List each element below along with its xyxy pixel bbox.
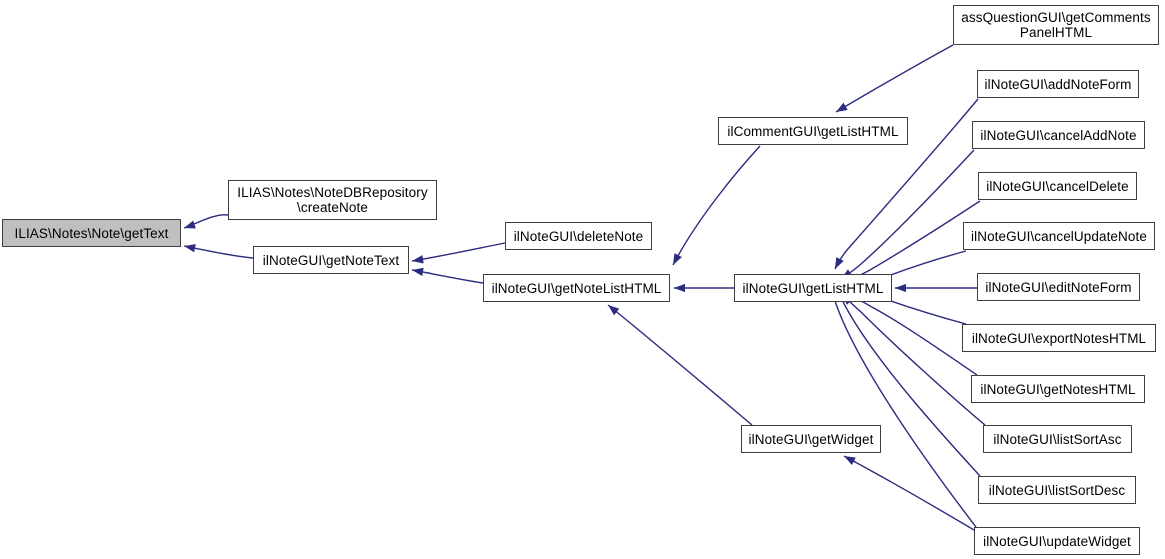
graph-node-label: ilNoteGUI\listSortDesc: [988, 482, 1126, 498]
graph-edge-cancelAddNote-to-getListHTML: [840, 149, 975, 280]
graph-node-deleteNote[interactable]: ilNoteGUI\deleteNote: [505, 222, 652, 250]
graph-node-label: ilNoteGUI\addNoteForm: [984, 76, 1132, 92]
graph-node-updateWidget[interactable]: ilNoteGUI\updateWidget: [974, 527, 1140, 555]
graph-edge-createNote-to-getText: [183, 214, 229, 229]
graph-node-label: ilNoteGUI\getListHTML: [742, 280, 884, 296]
graph-node-getNoteListHTML[interactable]: ilNoteGUI\getNoteListHTML: [483, 274, 670, 302]
graph-node-commentGetListHTML[interactable]: ilCommentGUI\getListHTML: [718, 117, 908, 145]
graph-node-cancelDelete[interactable]: ilNoteGUI\cancelDelete: [978, 172, 1137, 200]
graph-edge-getNotesHTML-to-getListHTML: [845, 293, 978, 376]
graph-edge-getCommentsPanelHTML-to-commentGetListHTML: [835, 44, 954, 113]
graph-node-label: ilNoteGUI\getNotesHTML: [980, 381, 1136, 397]
graph-edge-getWidget-to-getNoteListHTML: [607, 304, 753, 426]
graph-node-label: ilCommentGUI\getListHTML: [727, 123, 899, 139]
graph-edge-listSortAsc-to-getListHTML: [841, 293, 986, 426]
graph-node-listSortDesc[interactable]: ilNoteGUI\listSortDesc: [978, 476, 1136, 504]
graph-edge-commentGetListHTML-to-getNoteListHTML: [672, 145, 761, 266]
graph-edge-cancelDelete-to-getListHTML: [844, 200, 981, 283]
graph-node-label: assQuestionGUI\getComments PanelHTML: [961, 10, 1151, 40]
graph-node-addNoteForm[interactable]: ilNoteGUI\addNoteForm: [977, 70, 1139, 98]
graph-node-label: ILIAS\Notes\NoteDBRepository \createNote: [237, 185, 428, 215]
graph-node-getListHTML[interactable]: ilNoteGUI\getListHTML: [734, 274, 892, 302]
graph-node-getWidget[interactable]: ilNoteGUI\getWidget: [741, 425, 881, 453]
graph-node-getCommentsPanelHTML[interactable]: assQuestionGUI\getComments PanelHTML: [953, 5, 1159, 45]
graph-node-editNoteForm[interactable]: ilNoteGUI\editNoteForm: [977, 273, 1140, 301]
graph-node-label: ilNoteGUI\cancelDelete: [986, 178, 1129, 194]
graph-edge-deleteNote-to-getNoteText: [411, 242, 506, 264]
graph-edge-getNoteListHTML-to-getNoteText: [411, 267, 484, 284]
graph-node-getText: ILIAS\Notes\Note\getText: [2, 219, 181, 247]
graph-node-cancelUpdateNote[interactable]: ilNoteGUI\cancelUpdateNote: [963, 222, 1155, 250]
graph-edge-updateWidget_widget-to-getWidget: [843, 455, 975, 531]
graph-node-label: ILIAS\Notes\Note\getText: [14, 225, 169, 241]
graph-node-label: ilNoteGUI\cancelAddNote: [980, 127, 1137, 143]
graph-node-cancelAddNote[interactable]: ilNoteGUI\cancelAddNote: [972, 121, 1145, 149]
graph-node-label: ilNoteGUI\exportNotesHTML: [971, 330, 1147, 346]
graph-node-label: ilNoteGUI\deleteNote: [513, 228, 644, 244]
graph-node-label: ilNoteGUI\getNoteListHTML: [491, 280, 662, 296]
graph-node-label: ilNoteGUI\editNoteForm: [985, 279, 1132, 295]
graph-edge-getNoteText-to-getText: [183, 244, 254, 259]
graph-node-getNotesHTML[interactable]: ilNoteGUI\getNotesHTML: [971, 375, 1145, 403]
graph-node-label: ilNoteGUI\getNoteText: [262, 252, 400, 268]
graph-node-label: ilNoteGUI\cancelUpdateNote: [971, 228, 1147, 244]
graph-node-label: ilNoteGUI\updateWidget: [983, 533, 1131, 549]
graph-node-exportNotesHTML[interactable]: ilNoteGUI\exportNotesHTML: [962, 324, 1156, 352]
graph-node-getNoteText[interactable]: ilNoteGUI\getNoteText: [253, 246, 409, 274]
graph-node-createNote[interactable]: ILIAS\Notes\NoteDBRepository \createNote: [228, 180, 437, 220]
graph-edge-updateWidget-to-getListHTML: [829, 287, 977, 528]
graph-node-label: ilNoteGUI\getWidget: [748, 431, 874, 447]
graph-node-label: ilNoteGUI\listSortAsc: [993, 431, 1122, 447]
graph-node-listSortAsc[interactable]: ilNoteGUI\listSortAsc: [983, 425, 1132, 453]
